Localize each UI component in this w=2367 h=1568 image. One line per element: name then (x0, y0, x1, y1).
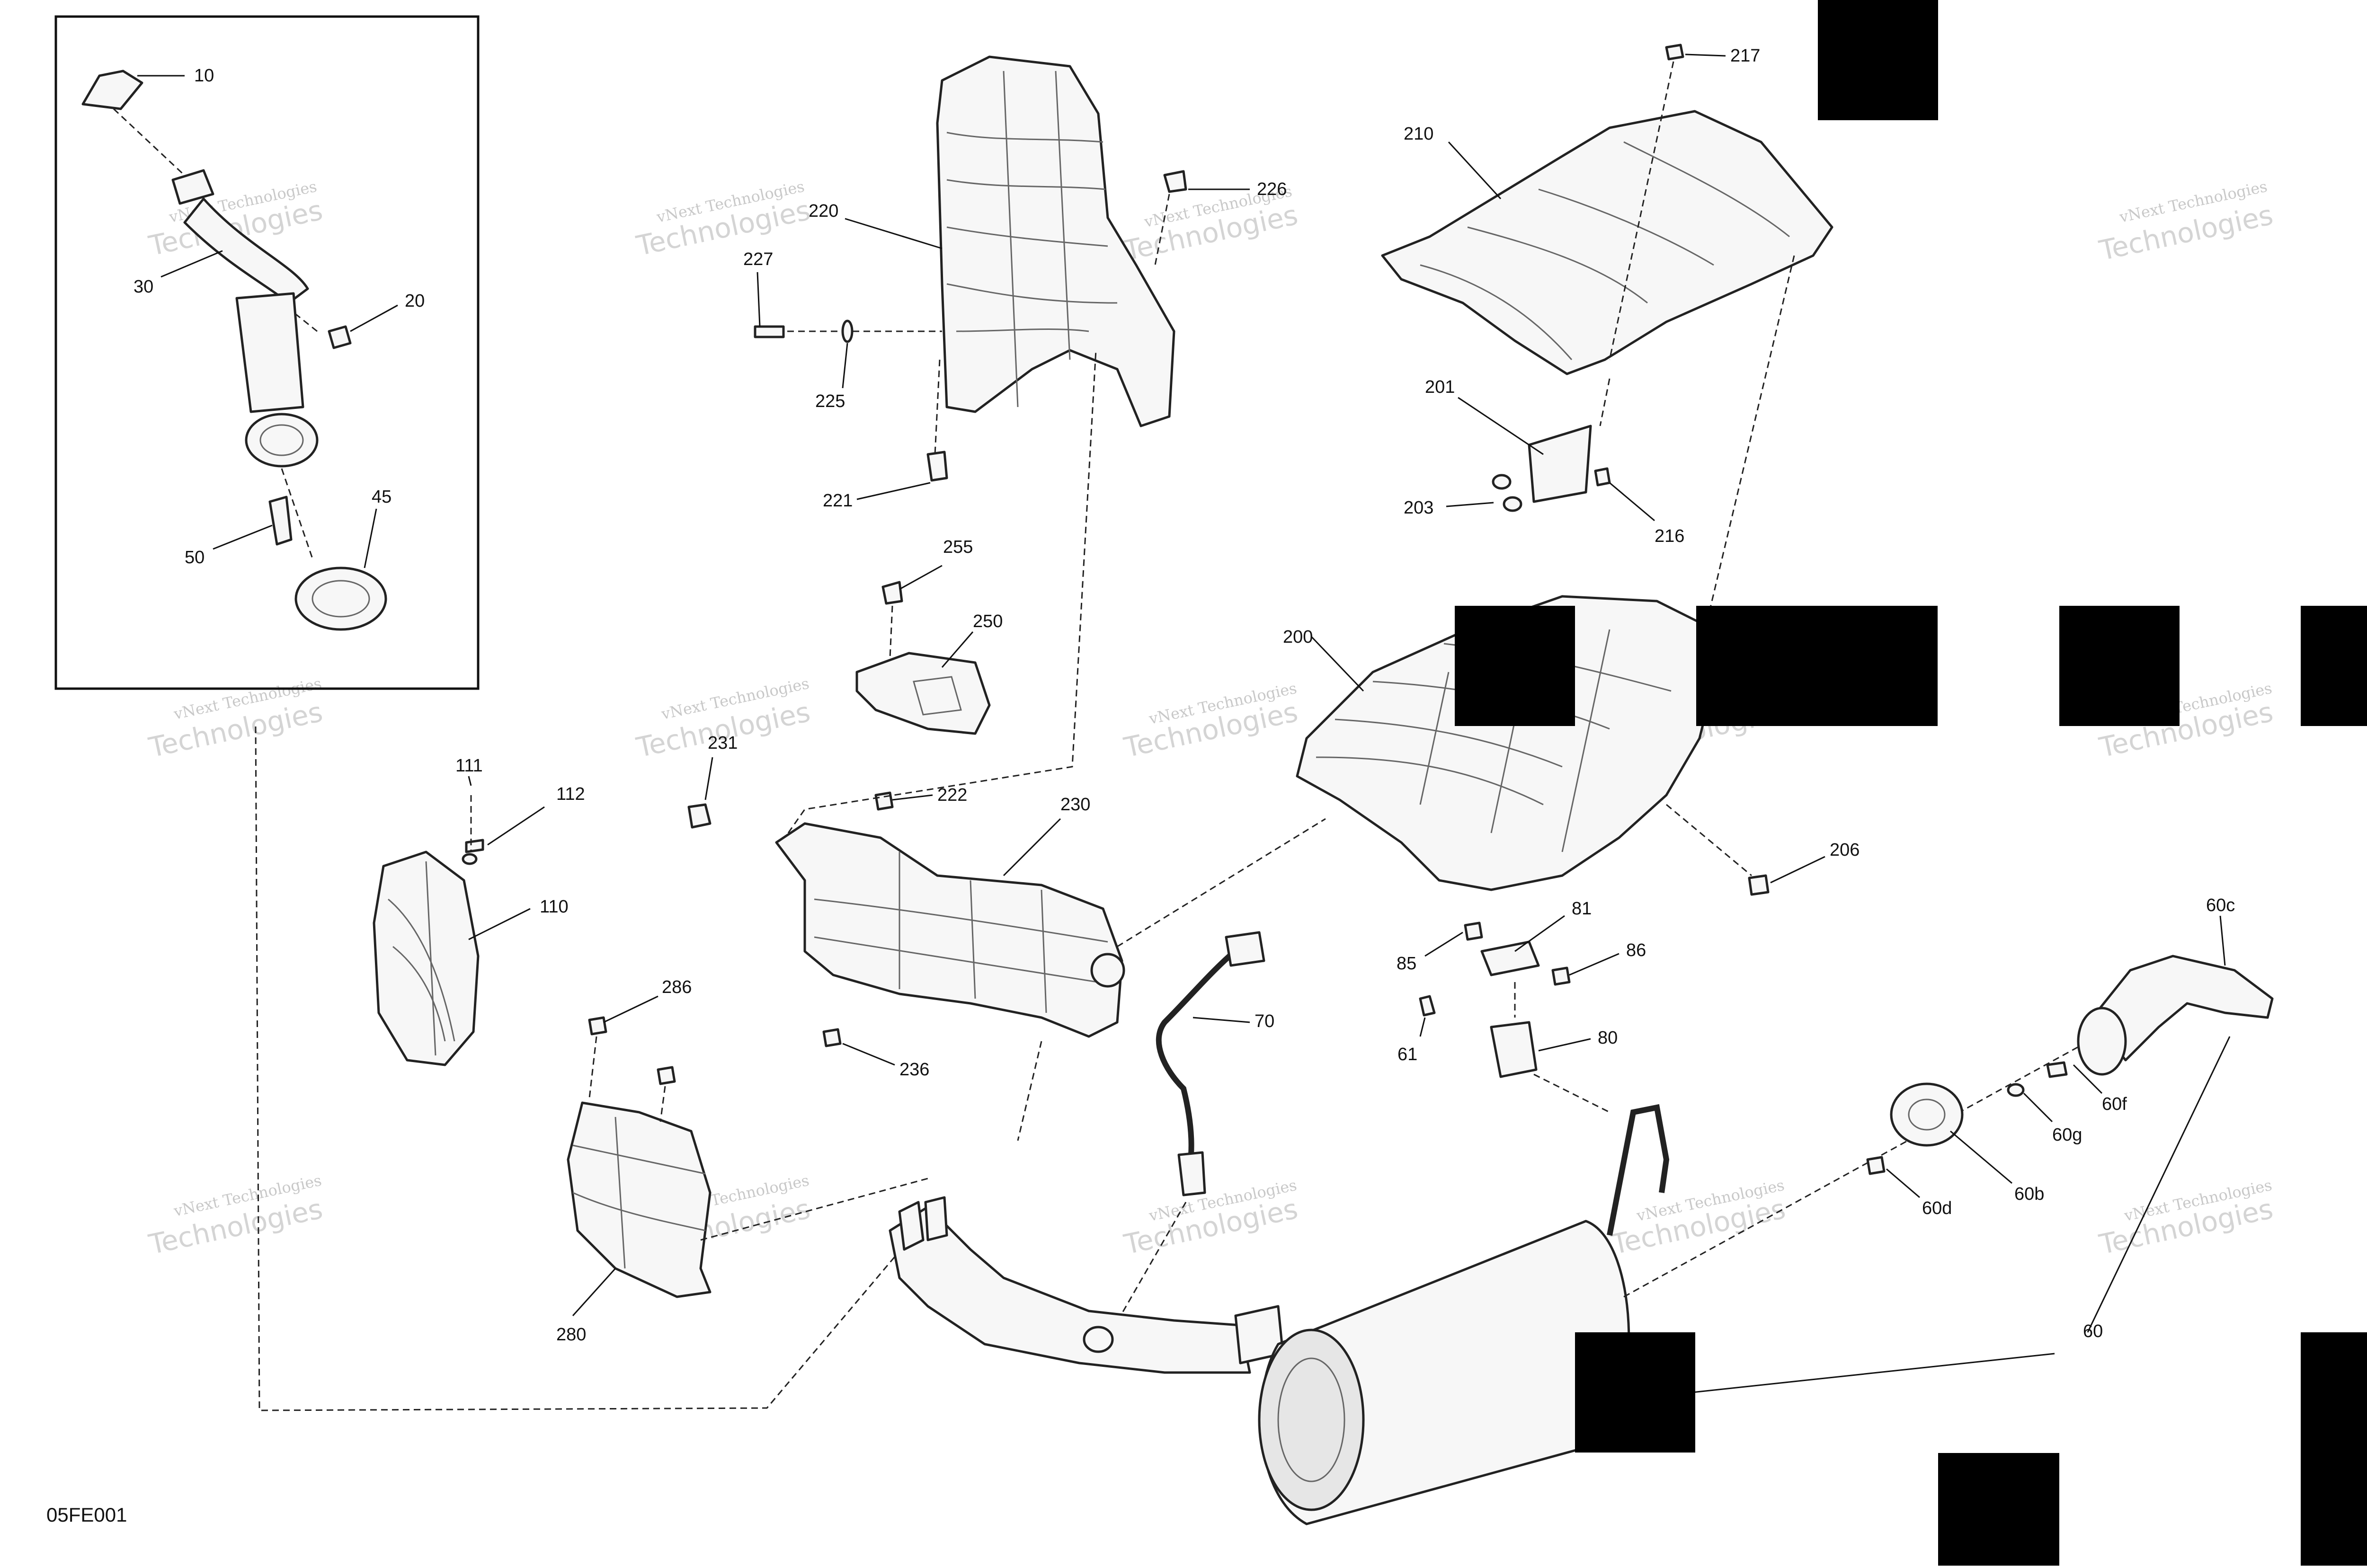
label-206: 206 (1830, 840, 1860, 860)
heat-shield-110-shape (373, 850, 480, 1066)
label-10: 10 (194, 66, 214, 86)
washer-225-shape (841, 319, 854, 343)
bolt-227-shape (754, 325, 785, 338)
label-85: 85 (1397, 954, 1416, 974)
label-111: 111 (455, 756, 483, 776)
label-86: 86 (1626, 940, 1646, 960)
nut-226-shape (1163, 170, 1187, 193)
label-61: 61 (1397, 1045, 1417, 1064)
label-20: 20 (405, 291, 425, 311)
bolt-206-shape (1748, 874, 1770, 896)
bracket-81-shape (1480, 940, 1540, 976)
label-60g: 60g (2052, 1125, 2082, 1145)
label-250: 250 (973, 611, 1003, 631)
muffler-end-shape (1258, 1329, 1365, 1511)
label-80: 80 (1598, 1028, 1618, 1048)
pipe-flange-shape (245, 413, 319, 468)
pipe-bend-shape (183, 197, 309, 304)
washer-111-shape (462, 853, 478, 865)
label-81: 81 (1572, 899, 1592, 919)
bolt-216-shape (1594, 467, 1611, 487)
heat-shield-230-shape (775, 822, 1123, 1038)
inset-parts (81, 70, 387, 631)
inset-frame (54, 15, 480, 690)
label-236: 236 (899, 1060, 929, 1080)
gasket-10-shape (81, 70, 143, 110)
bolt-236-shape (822, 1028, 842, 1047)
nut-86-shape (1551, 966, 1571, 986)
sensor-70-shape (1177, 1151, 1206, 1196)
stud-221-shape (926, 451, 948, 482)
sensor-connector-shape (1225, 931, 1265, 967)
clamp-45-shape (294, 567, 387, 631)
nut-217-shape (1665, 44, 1684, 61)
label-230: 230 (1060, 795, 1090, 815)
label-60d: 60d (1922, 1198, 1952, 1218)
label-286: 286 (662, 977, 692, 997)
label-60f: 60f (2102, 1094, 2127, 1114)
flange-30-shape (171, 169, 214, 205)
redaction-blocks (1455, 0, 2367, 1566)
assembly-path-line (255, 726, 910, 1411)
muffler-hanger-shape (1607, 1104, 1670, 1236)
label-216: 216 (1655, 526, 1684, 546)
label-231: 231 (708, 733, 738, 753)
bolt-286-b-shape (657, 1066, 676, 1085)
label-30: 30 (133, 277, 153, 297)
figure-code: 05FE001 (46, 1504, 127, 1526)
label-227: 227 (743, 249, 773, 269)
bracket-250-shape (855, 652, 991, 735)
label-70: 70 (1255, 1011, 1274, 1031)
label-45: 45 (372, 487, 392, 507)
label-210: 210 (1404, 124, 1433, 144)
bolt-286-a-shape (588, 1016, 607, 1036)
bolt-85-shape (1464, 921, 1483, 941)
washer-60g-shape (2007, 1083, 2025, 1097)
tailpipe-inlet-shape (2077, 1007, 2127, 1076)
label-60: 60 (2083, 1321, 2103, 1341)
mount-path-line (787, 350, 1097, 833)
label-110: 110 (540, 897, 569, 917)
pipe-flange-studs-shape (898, 1196, 948, 1251)
label-222: 222 (937, 785, 967, 805)
sensor-50-shape (268, 496, 293, 546)
bolt-60f-shape (2046, 1061, 2068, 1078)
label-60c: 60c (2206, 895, 2235, 915)
label-201: 201 (1425, 377, 1455, 397)
sensor-cable-70-shape (1156, 944, 1242, 1175)
label-280: 280 (556, 1325, 586, 1345)
nut-203-a-shape (1492, 474, 1512, 490)
clip-231-shape (687, 803, 712, 829)
label-200: 200 (1283, 627, 1313, 647)
clip-61-shape (1419, 995, 1436, 1017)
label-221: 221 (823, 491, 853, 511)
label-225: 225 (815, 391, 845, 411)
label-226: 226 (1257, 179, 1287, 199)
label-255: 255 (943, 537, 973, 557)
bolt-112-shape (465, 839, 484, 853)
sensor-port-shape (1090, 953, 1125, 988)
grommet-80-shape (1490, 1021, 1538, 1078)
bracket-201-shape (1528, 425, 1592, 503)
nut-203-b-shape (1503, 496, 1522, 512)
nut-20-shape (328, 325, 352, 349)
label-220: 220 (809, 201, 838, 221)
label-112: 112 (556, 784, 585, 804)
sensor-boss-shape (1083, 1326, 1114, 1353)
nut-222-shape (874, 791, 894, 811)
label-203: 203 (1404, 498, 1433, 518)
nut-255-shape (881, 581, 903, 605)
nut-60d-shape (1866, 1156, 1886, 1175)
cover-210-shape (1381, 110, 1833, 375)
pipe-30-shape (235, 292, 304, 413)
label-60b: 60b (2014, 1184, 2044, 1204)
label-50: 50 (185, 548, 205, 567)
tailpipe-60c-shape (2091, 955, 2274, 1062)
label-217: 217 (1730, 46, 1760, 66)
gasket-60b-shape (1890, 1082, 1964, 1147)
